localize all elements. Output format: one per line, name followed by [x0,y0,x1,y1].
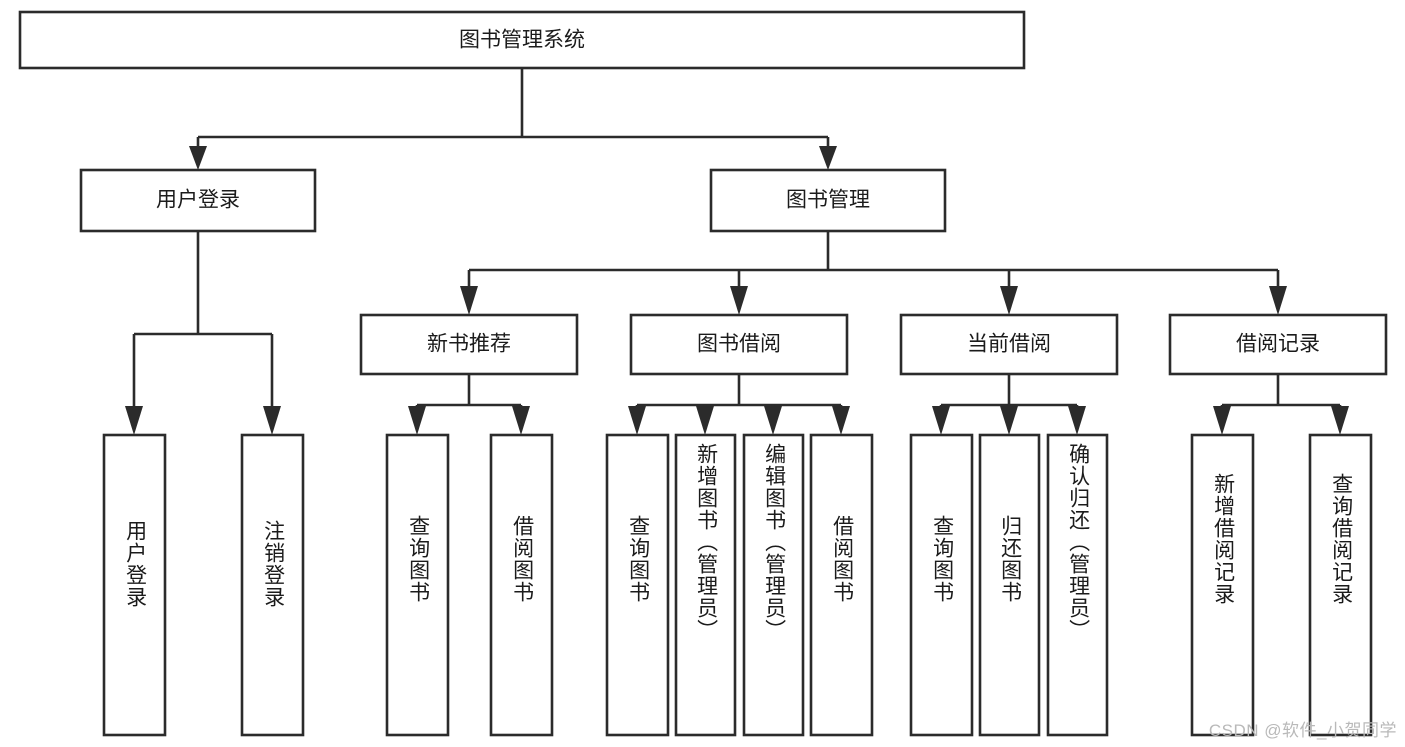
arrow-head-borrow-record [1269,286,1287,315]
arrow-head-recommend [460,286,478,315]
node-new-book-recommend[interactable] [359,313,579,376]
leaf-borrow-1[interactable] [605,433,670,737]
arrow-head-current-borrow-3 [1068,406,1086,435]
arrow-head-user-login-2 [263,406,281,435]
arrow-head-recommend-1 [408,406,426,435]
node-user-login[interactable] [79,168,317,233]
leaf-recommend-1[interactable] [385,433,450,737]
leaf-borrow-2[interactable] [674,433,737,737]
leaf-recommend-2[interactable] [489,433,554,737]
arrow-head-book-borrow-3 [764,406,782,435]
leaf-record-2[interactable] [1308,433,1373,737]
arrow-head-user-login-1 [125,406,143,435]
leaf-user-login-2[interactable] [240,433,305,737]
arrow-head-book-borrow-2 [696,406,714,435]
node-user-login-label: 用户登录 [156,189,240,212]
leaf-borrow-4[interactable] [809,433,874,737]
leaf-current-3[interactable] [1046,433,1109,737]
node-borrow-record[interactable] [1168,313,1388,376]
leaf-current-2[interactable] [978,433,1041,737]
arrow-head-book-borrow [730,286,748,315]
leaf-current-1[interactable] [909,433,974,737]
arrow-head-current-borrow [1000,286,1018,315]
leaf-user-login-1[interactable] [102,433,167,737]
arrow-head-recommend-2 [512,406,530,435]
node-root-label: 图书管理系统 [459,29,585,52]
node-current-borrow-label: 当前借阅 [967,333,1051,356]
arrow-head-borrow-record-1 [1213,406,1231,435]
node-book-borrow[interactable] [629,313,849,376]
node-new-book-recommend-label: 新书推荐 [427,333,511,356]
leaf-borrow-3[interactable] [742,433,805,737]
arrow-head-current-borrow-1 [932,406,950,435]
arrow-head-book-borrow-1 [628,406,646,435]
leaf-record-1[interactable] [1190,433,1255,737]
node-root[interactable] [18,10,1026,70]
arrow-head-book-manage [819,146,837,170]
connector-layer [125,68,1349,435]
node-current-borrow[interactable] [899,313,1119,376]
arrow-head-book-borrow-4 [832,406,850,435]
arrow-head-user-login [189,146,207,170]
arrow-head-borrow-record-2 [1331,406,1349,435]
arrow-head-current-borrow-2 [1000,406,1018,435]
node-book-manage-label: 图书管理 [786,189,870,212]
node-borrow-record-label: 借阅记录 [1236,333,1320,356]
node-book-borrow-label: 图书借阅 [697,333,781,356]
node-book-manage[interactable] [709,168,947,233]
node-layer: 图书管理系统 用户登录 图书管理 新书推荐 图书借阅 当前借阅 借阅记录 [18,10,1388,737]
